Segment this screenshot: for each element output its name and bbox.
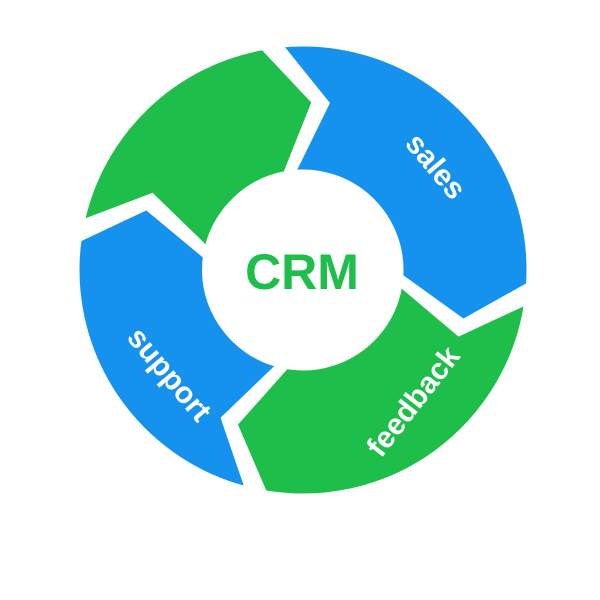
segment-marketing xyxy=(275,41,532,325)
center-disc xyxy=(202,172,398,368)
segment-sales xyxy=(232,279,530,499)
segments-layer: marketingsalesfeedbacksupport xyxy=(74,41,532,499)
center-label: CRM xyxy=(245,244,359,300)
